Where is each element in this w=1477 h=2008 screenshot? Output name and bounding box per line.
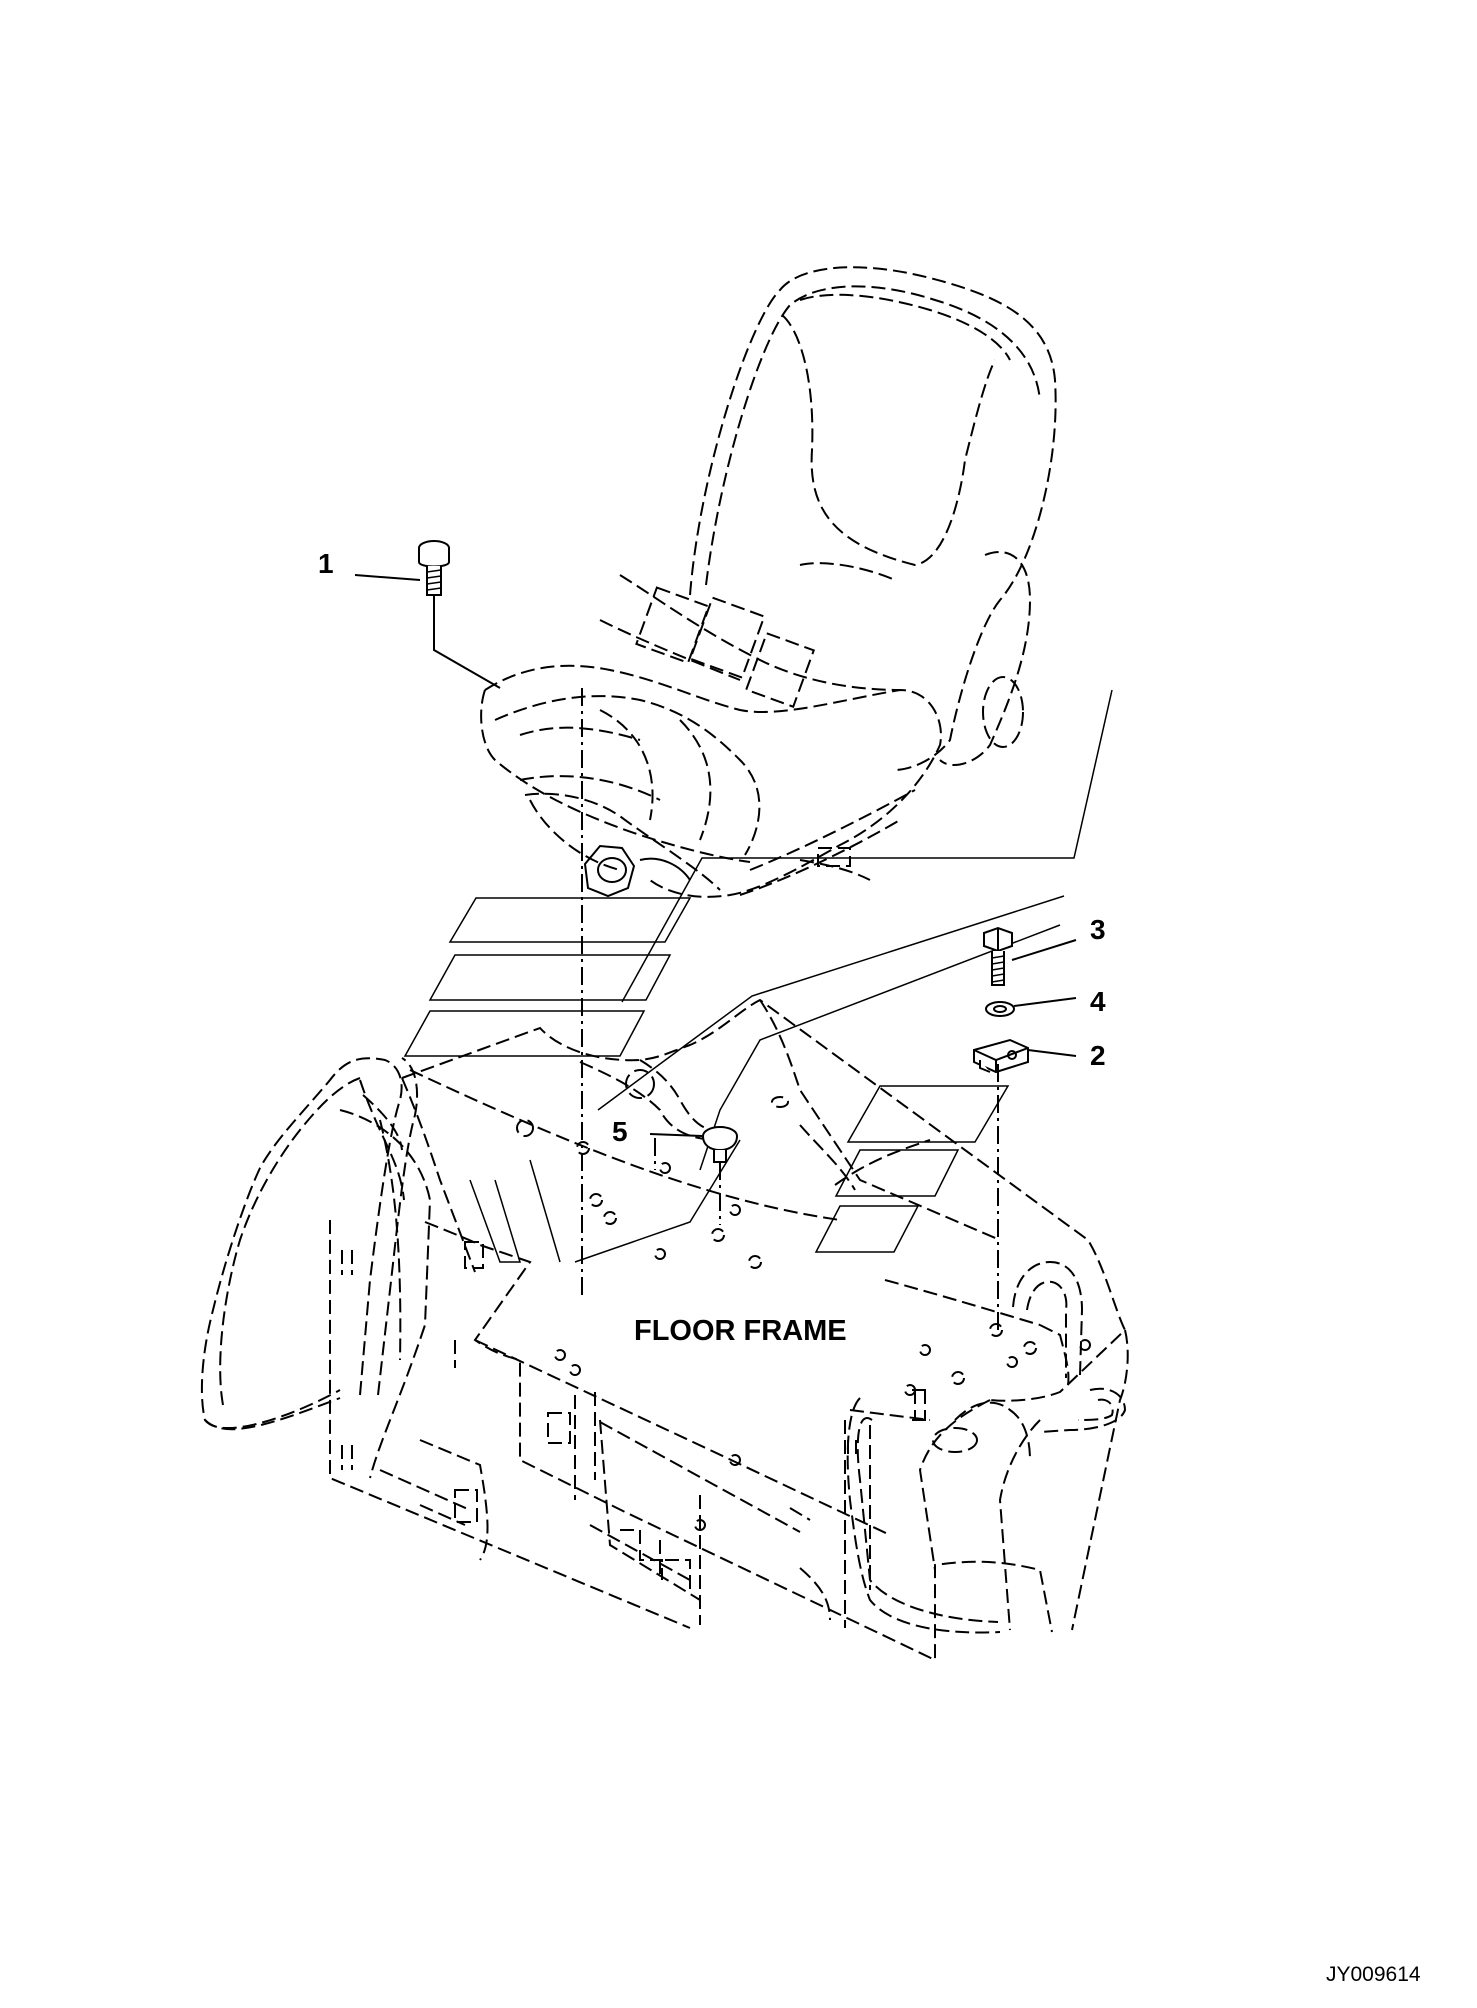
- bolt-part-3: [983, 926, 1013, 986]
- right-handrail: [846, 1260, 1127, 1634]
- bracket-part-2: [973, 1038, 1029, 1074]
- operator-seat: [480, 266, 1057, 898]
- left-handrail: [200, 1057, 418, 1431]
- washer-part-4: [985, 1001, 1015, 1017]
- floor-frame-label: FLOOR FRAME: [634, 1315, 847, 1347]
- callout-label-1: 1: [318, 548, 334, 579]
- callout-label-4: 4: [1090, 986, 1106, 1017]
- leader-lines: [354, 574, 1077, 1330]
- callout-label-2: 2: [1090, 1040, 1106, 1071]
- bolt-part-1: [418, 540, 450, 596]
- callout-label-5: 5: [612, 1116, 628, 1147]
- floor-frame: [328, 998, 1129, 1662]
- watermark-logo: [403, 689, 1113, 1263]
- callout-parts: [418, 540, 1029, 1163]
- callout-label-3: 3: [1090, 914, 1106, 945]
- drawing-id: JY009614: [1326, 1963, 1421, 1986]
- mount-part-5: [702, 1126, 738, 1163]
